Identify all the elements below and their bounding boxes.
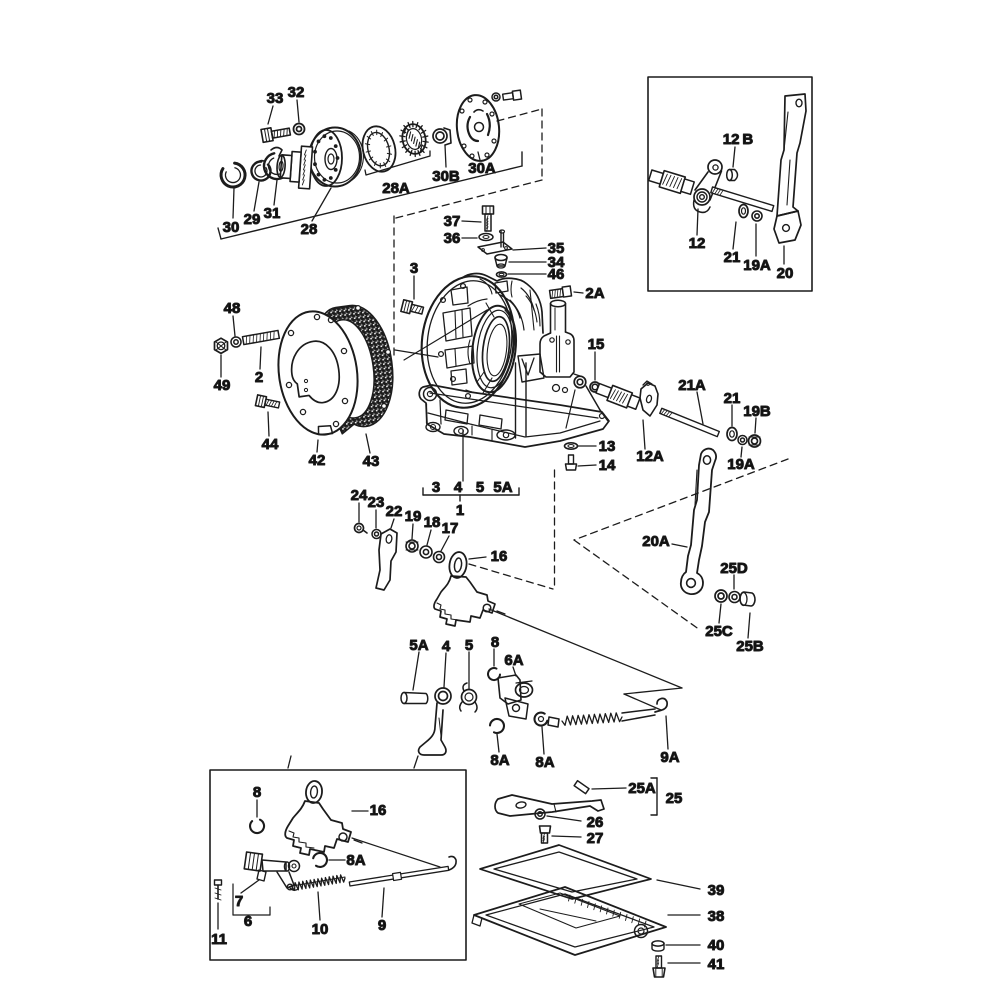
svg-text:30: 30 <box>223 219 240 236</box>
svg-text:5: 5 <box>476 479 484 496</box>
svg-text:8: 8 <box>253 784 261 801</box>
svg-text:19A: 19A <box>743 257 771 274</box>
svg-text:42: 42 <box>309 452 326 469</box>
svg-text:17: 17 <box>442 520 459 537</box>
svg-text:29: 29 <box>244 211 261 228</box>
svg-text:38: 38 <box>708 908 725 925</box>
svg-text:49: 49 <box>214 377 231 394</box>
svg-text:19A: 19A <box>727 456 755 473</box>
svg-text:25C: 25C <box>705 623 733 640</box>
svg-text:31: 31 <box>264 205 281 222</box>
svg-text:2: 2 <box>255 369 263 386</box>
svg-text:8A: 8A <box>490 752 509 769</box>
svg-text:25: 25 <box>666 790 683 807</box>
svg-text:8A: 8A <box>535 754 554 771</box>
svg-text:44: 44 <box>262 436 279 453</box>
svg-text:30B: 30B <box>432 168 460 185</box>
svg-text:16: 16 <box>370 802 387 819</box>
svg-text:13: 13 <box>599 438 616 455</box>
svg-text:28A: 28A <box>382 180 410 197</box>
svg-text:37: 37 <box>444 213 461 230</box>
svg-text:21A: 21A <box>678 377 706 394</box>
svg-text:19B: 19B <box>743 403 771 420</box>
svg-text:22: 22 <box>386 503 403 520</box>
svg-text:5: 5 <box>465 637 473 654</box>
svg-text:36: 36 <box>444 230 461 247</box>
svg-text:8A: 8A <box>346 852 365 869</box>
svg-text:26: 26 <box>587 814 604 831</box>
svg-text:32: 32 <box>288 84 305 101</box>
svg-text:39: 39 <box>708 882 725 899</box>
svg-text:33: 33 <box>267 90 284 107</box>
svg-text:12A: 12A <box>636 448 664 465</box>
svg-text:6A: 6A <box>504 652 523 669</box>
svg-text:3: 3 <box>410 260 418 277</box>
svg-text:8: 8 <box>491 634 499 651</box>
svg-text:4: 4 <box>454 479 463 496</box>
svg-text:9A: 9A <box>660 749 679 766</box>
svg-text:4: 4 <box>442 638 451 655</box>
svg-text:30A: 30A <box>468 160 496 177</box>
svg-text:7: 7 <box>235 893 243 910</box>
svg-text:18: 18 <box>424 514 441 531</box>
svg-text:2A: 2A <box>585 285 604 302</box>
svg-text:46: 46 <box>548 266 565 283</box>
svg-text:6: 6 <box>244 913 252 930</box>
svg-text:21: 21 <box>724 249 741 266</box>
svg-text:14: 14 <box>599 457 616 474</box>
svg-text:12: 12 <box>689 235 706 252</box>
svg-text:41: 41 <box>708 956 725 973</box>
svg-text:25B: 25B <box>736 638 764 655</box>
svg-text:15: 15 <box>588 336 605 353</box>
svg-text:20: 20 <box>777 265 794 282</box>
svg-text:11: 11 <box>211 931 227 948</box>
svg-text:9: 9 <box>378 917 386 934</box>
svg-text:19: 19 <box>405 508 422 525</box>
svg-text:25D: 25D <box>720 560 748 577</box>
svg-text:35: 35 <box>548 240 565 257</box>
svg-text:10: 10 <box>312 921 329 938</box>
svg-text:28: 28 <box>301 221 318 238</box>
svg-text:5A: 5A <box>493 479 512 496</box>
svg-text:48: 48 <box>224 300 241 317</box>
svg-text:34: 34 <box>548 254 565 271</box>
svg-text:1: 1 <box>456 502 464 519</box>
svg-text:24: 24 <box>351 487 368 504</box>
svg-text:23: 23 <box>368 494 385 511</box>
svg-text:12 B: 12 B <box>723 131 754 148</box>
svg-text:5A: 5A <box>409 637 428 654</box>
svg-text:21: 21 <box>724 390 741 407</box>
svg-text:20A: 20A <box>642 533 670 550</box>
svg-text:27: 27 <box>587 830 604 847</box>
svg-text:3: 3 <box>432 479 440 496</box>
svg-text:43: 43 <box>363 453 380 470</box>
svg-text:40: 40 <box>708 937 725 954</box>
svg-text:16: 16 <box>491 548 508 565</box>
svg-text:25A: 25A <box>628 780 656 797</box>
